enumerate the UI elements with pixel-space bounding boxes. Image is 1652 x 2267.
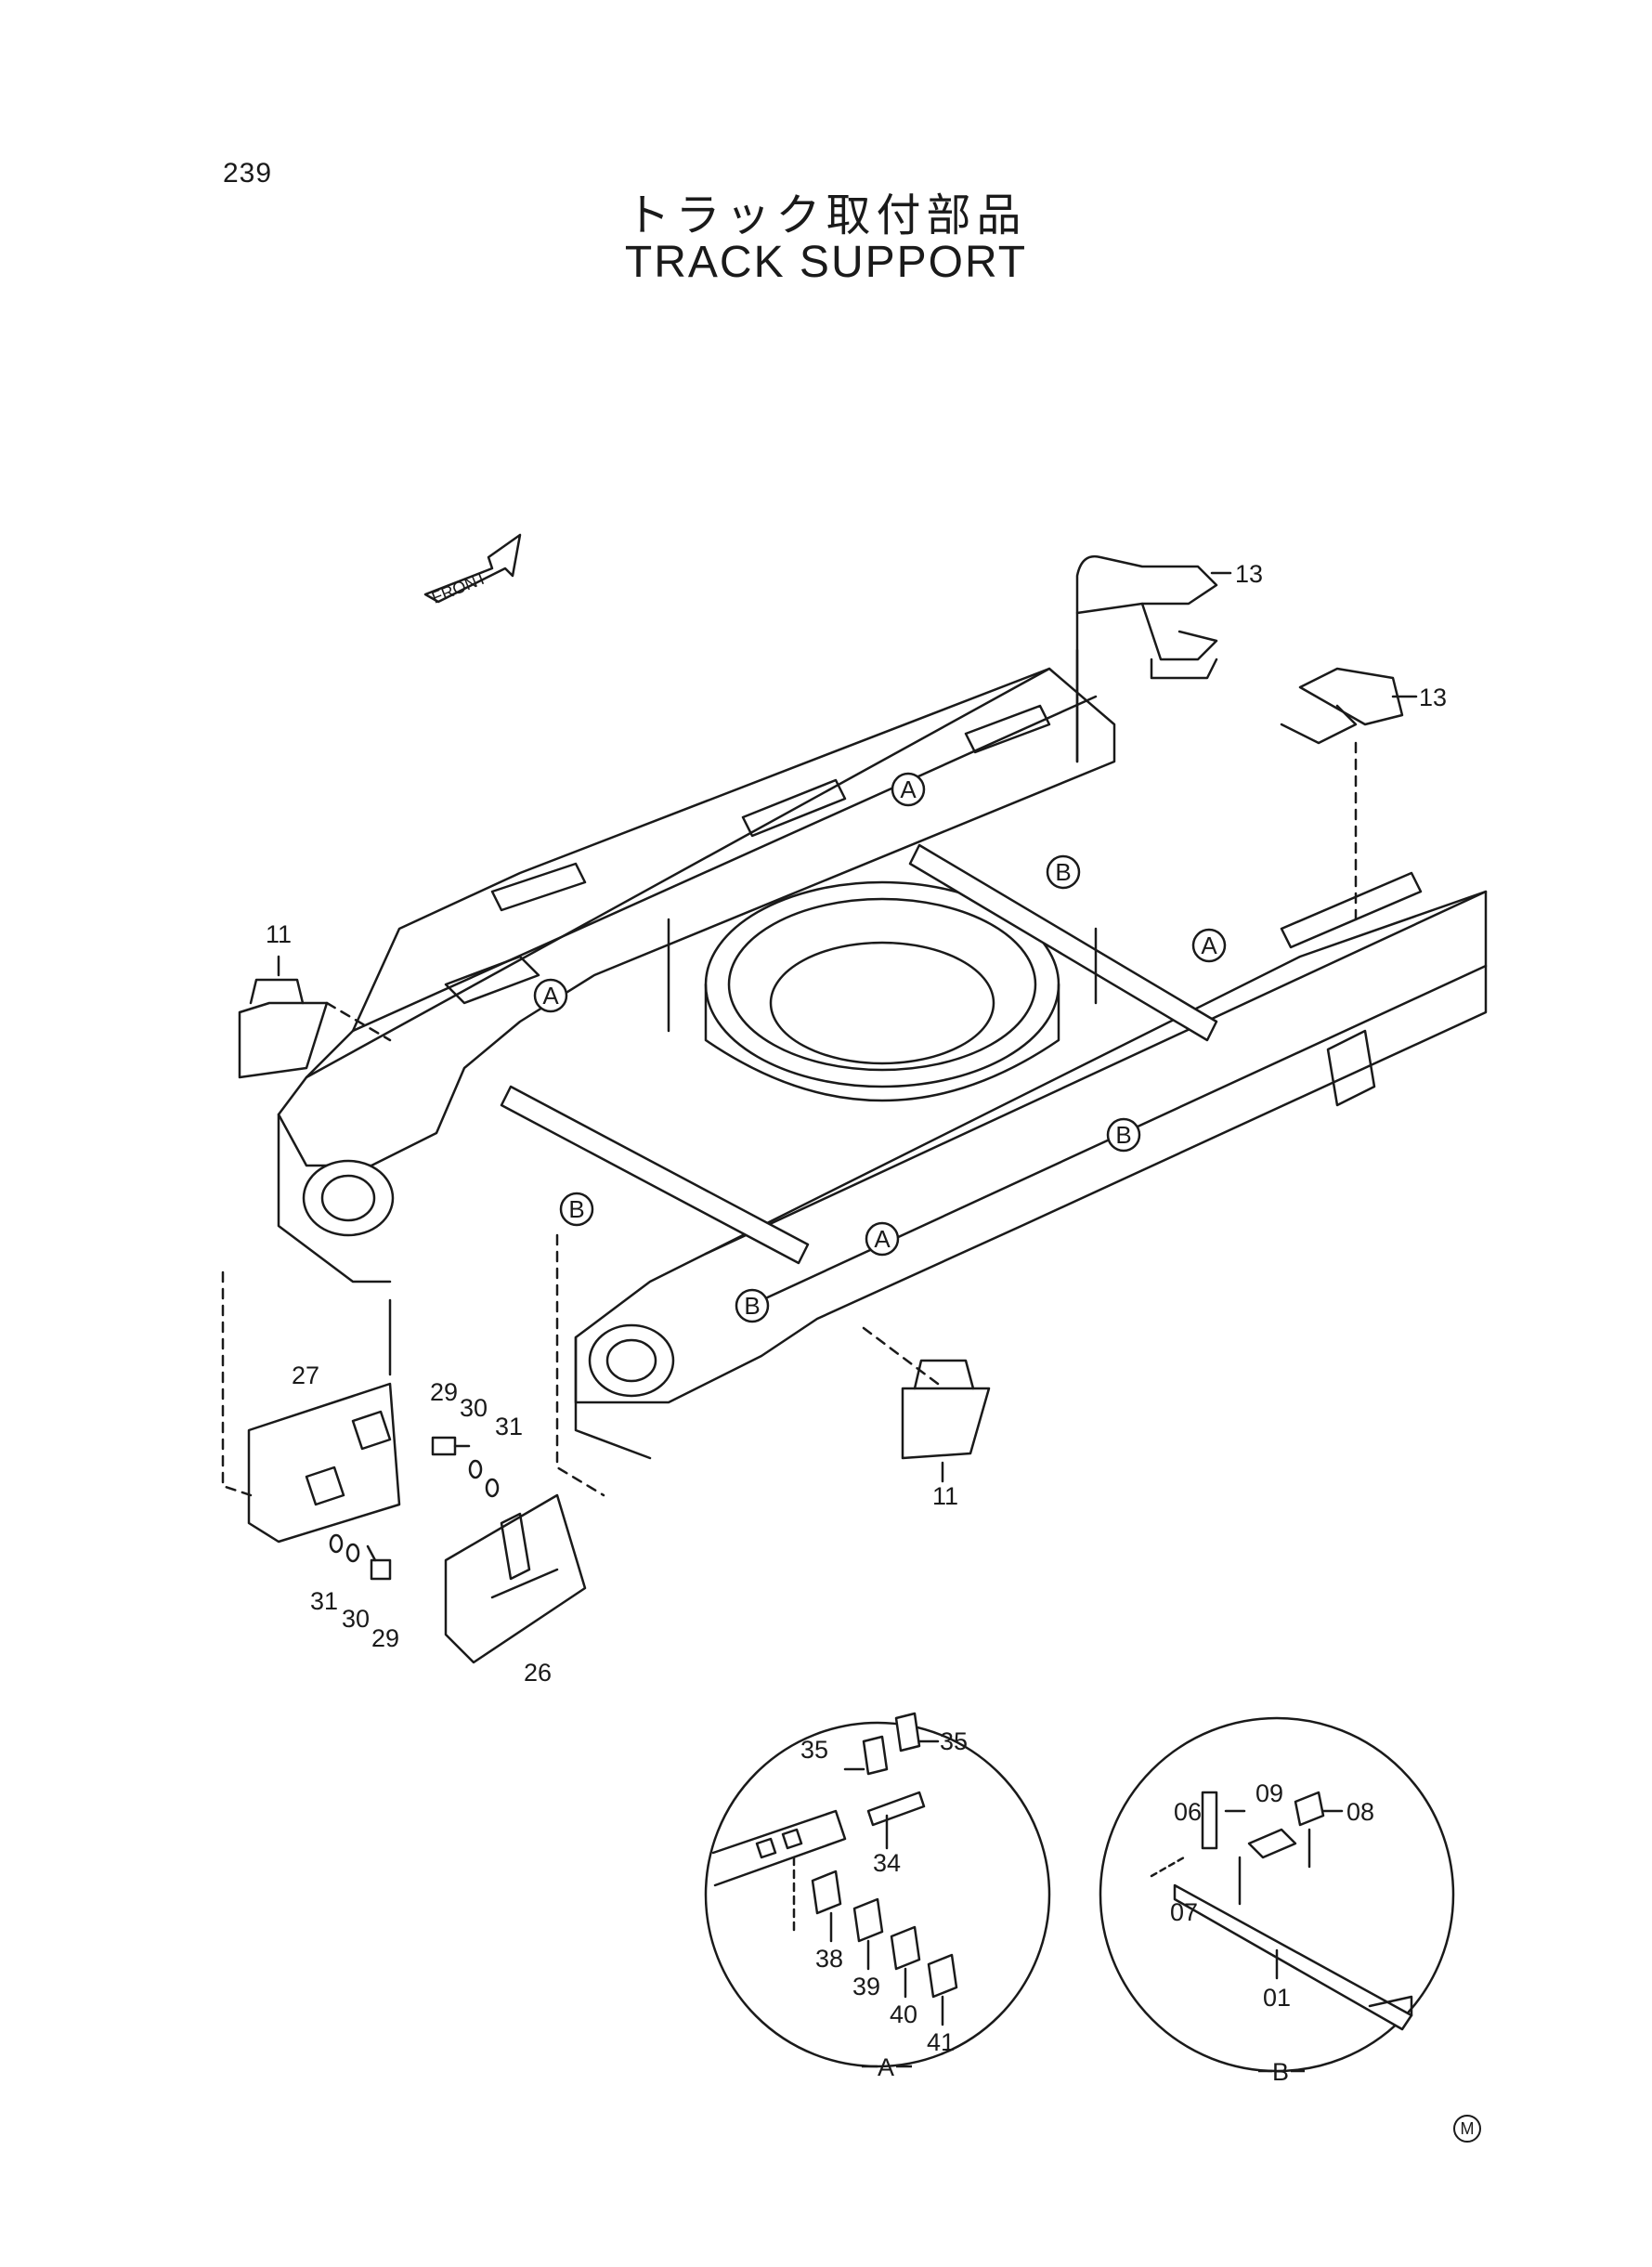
step-13-right bbox=[1280, 667, 1404, 921]
part-06: 06 bbox=[1174, 1798, 1202, 1826]
part-13-top: 13 bbox=[1235, 560, 1263, 588]
washer-31-lower-icon bbox=[329, 1533, 344, 1554]
part-38: 38 bbox=[815, 1945, 843, 1973]
part-39: 39 bbox=[852, 1973, 880, 2000]
callout-b-4: B bbox=[744, 1292, 760, 1320]
part-30-upper: 30 bbox=[460, 1394, 488, 1422]
footer-mark: M bbox=[1461, 2119, 1475, 2138]
callout-a-2: A bbox=[542, 982, 559, 1010]
upper-cross-bar bbox=[908, 843, 1218, 1042]
page-number: 239 bbox=[223, 158, 273, 189]
callout-a-1: A bbox=[900, 775, 917, 803]
block-11-left bbox=[238, 978, 392, 1079]
callout-a-4: A bbox=[874, 1225, 891, 1253]
callout-b-3: B bbox=[568, 1195, 584, 1223]
part-26: 26 bbox=[524, 1659, 552, 1687]
callout-b-1: B bbox=[1055, 858, 1071, 886]
detail-label-b: B bbox=[1272, 2058, 1289, 2086]
detail-circle-a bbox=[704, 1712, 1051, 2068]
bolt-29-lower-icon bbox=[366, 1544, 392, 1581]
part-13-right: 13 bbox=[1419, 684, 1447, 711]
part-11-right: 11 bbox=[932, 1482, 958, 1510]
swing-circle bbox=[704, 880, 1060, 1102]
lower-cross-bar bbox=[500, 1085, 810, 1265]
part-41: 41 bbox=[927, 2028, 955, 2056]
detail-label-a: A bbox=[878, 2053, 894, 2081]
front-label: FRONT bbox=[429, 568, 489, 607]
step-13-top bbox=[1075, 554, 1218, 763]
callout-a-3: A bbox=[1201, 932, 1217, 959]
front-arrow-icon bbox=[423, 533, 522, 604]
part-31-upper: 31 bbox=[495, 1413, 523, 1440]
washer-30-lower-icon bbox=[345, 1543, 360, 1563]
callout-b-2: B bbox=[1115, 1121, 1131, 1149]
part-35-left: 35 bbox=[800, 1736, 828, 1764]
part-01: 01 bbox=[1263, 1984, 1291, 2012]
part-09: 09 bbox=[1255, 1779, 1283, 1807]
part-40: 40 bbox=[890, 2000, 917, 2028]
bolt-29-upper-icon bbox=[431, 1436, 471, 1456]
plate-27 bbox=[221, 1270, 401, 1544]
part-31-lower: 31 bbox=[310, 1587, 338, 1615]
part-07: 07 bbox=[1170, 1898, 1198, 1926]
part-34: 34 bbox=[873, 1849, 901, 1877]
part-35-right: 35 bbox=[940, 1727, 968, 1755]
part-11-left: 11 bbox=[266, 920, 292, 948]
page-title-english: TRACK SUPPORT bbox=[624, 238, 1028, 287]
washer-31-upper-icon bbox=[485, 1478, 500, 1498]
part-29-lower: 29 bbox=[371, 1624, 399, 1652]
plate-26 bbox=[444, 1233, 605, 1664]
detail-circle-b bbox=[1099, 1716, 1455, 2073]
washer-30-upper-icon bbox=[468, 1459, 483, 1479]
block-11-right bbox=[862, 1326, 991, 1460]
part-08: 08 bbox=[1346, 1798, 1374, 1826]
right-side-frame bbox=[574, 871, 1488, 1460]
part-30-lower: 30 bbox=[342, 1605, 370, 1633]
part-27: 27 bbox=[292, 1362, 319, 1389]
part-29-upper: 29 bbox=[430, 1378, 458, 1406]
page-title-japanese: トラック取付部品 bbox=[625, 189, 1027, 241]
